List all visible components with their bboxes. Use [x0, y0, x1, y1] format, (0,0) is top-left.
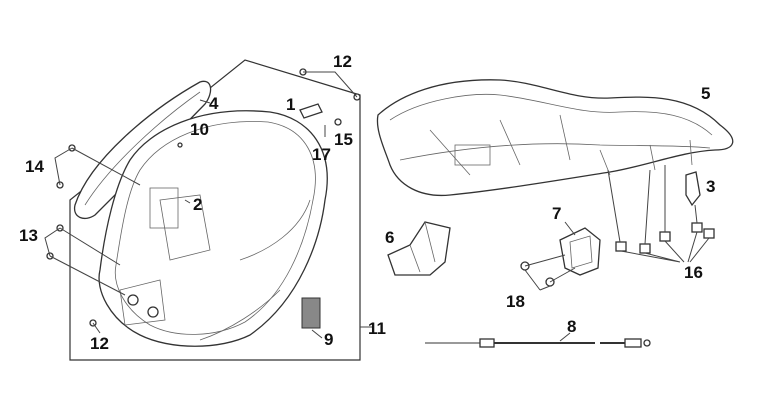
callout-5: 5	[701, 84, 710, 103]
callout-1: 1	[286, 95, 295, 114]
part-8-cable	[425, 338, 651, 348]
part-10	[177, 142, 183, 148]
callout-7: 7	[552, 204, 561, 223]
callout-18: 18	[506, 292, 525, 311]
callout-14: 14	[25, 157, 44, 176]
screw-15	[334, 118, 342, 126]
callout-11: 11	[368, 319, 386, 338]
part-7-latch-assembly	[559, 227, 601, 276]
part-6-guard	[387, 221, 451, 276]
part-2-storage-box	[98, 110, 328, 347]
callout-8: 8	[567, 317, 576, 336]
part-3-bracket	[685, 171, 701, 207]
callout-15: 15	[334, 130, 353, 149]
callout-13: 13	[19, 226, 38, 245]
part-9-pad	[301, 297, 321, 329]
callout-3: 3	[706, 177, 715, 196]
callout-12: 12	[90, 334, 109, 353]
callout-6: 6	[385, 228, 394, 247]
callout-16: 16	[684, 263, 703, 282]
part-1-latch	[299, 103, 323, 119]
part-5-seat	[376, 79, 734, 197]
callout-9: 9	[324, 330, 333, 349]
callout-10: 10	[190, 120, 209, 139]
callout-17: 17	[312, 145, 331, 164]
callout-4: 4	[209, 94, 219, 113]
callout-2: 2	[193, 195, 202, 214]
assembly-frame	[69, 59, 361, 361]
callout-12: 12	[333, 52, 352, 71]
